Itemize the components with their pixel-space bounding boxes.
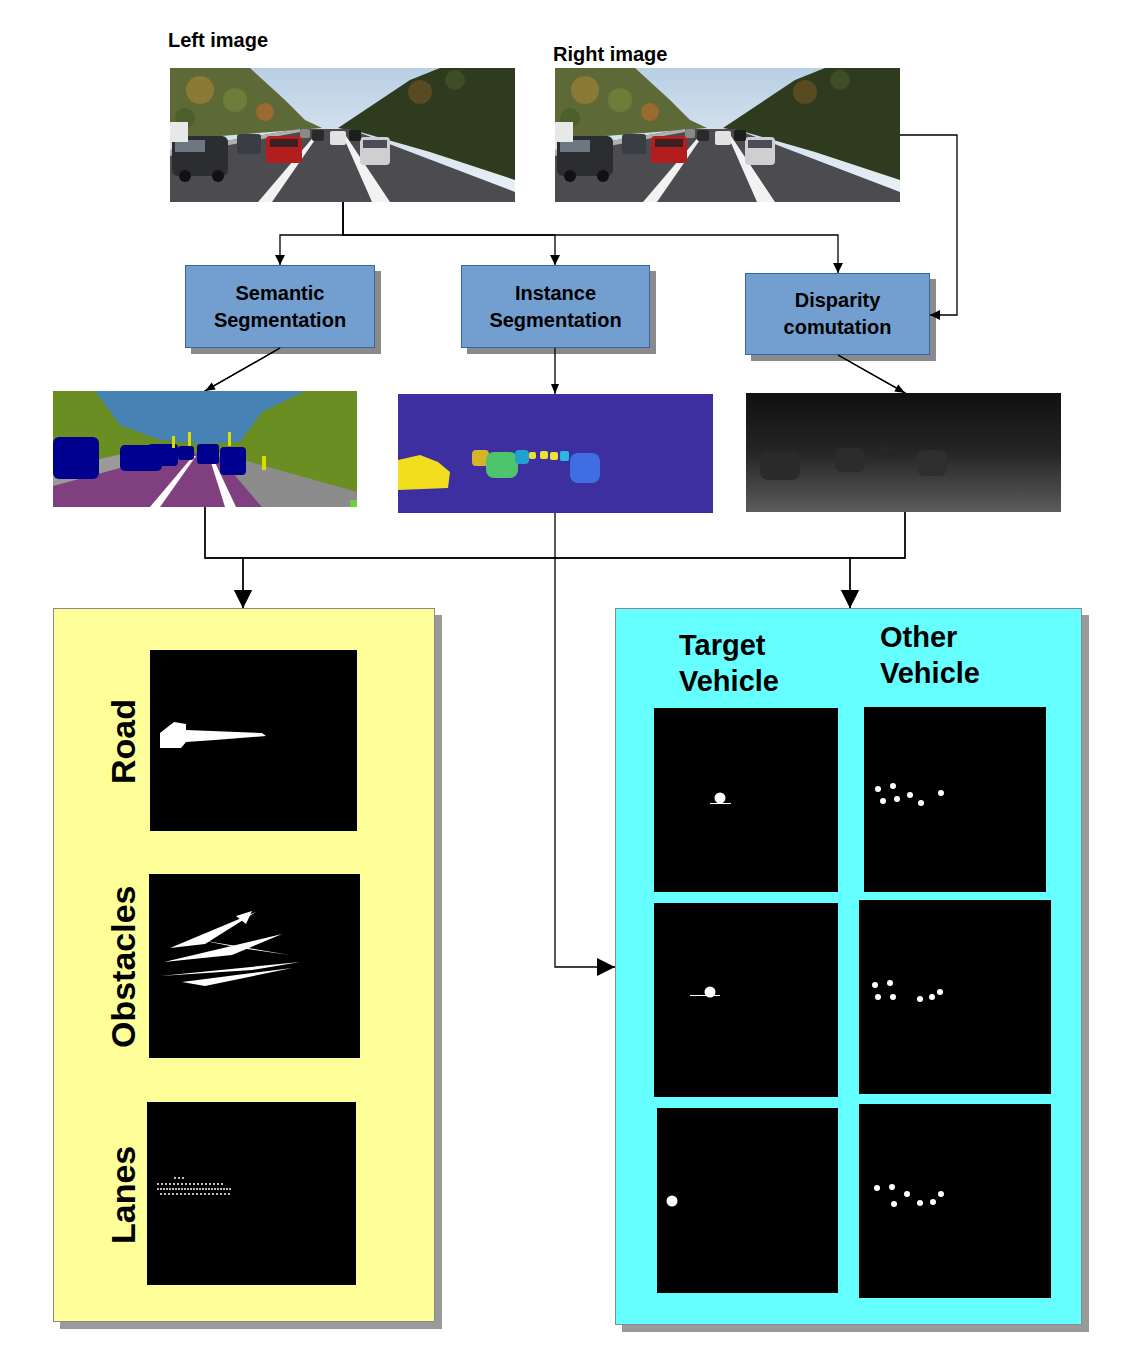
illustration-part bbox=[175, 140, 205, 152]
illustration-part bbox=[172, 436, 175, 448]
illustration-part bbox=[148, 444, 178, 466]
illustration-part bbox=[170, 129, 300, 156]
illustration-part bbox=[170, 68, 322, 140]
illustration-part bbox=[228, 432, 231, 446]
illustration-part bbox=[209, 456, 236, 507]
illustration-part bbox=[270, 139, 298, 147]
process-box: Instance Segmentation bbox=[461, 265, 650, 348]
map-node: Lanes bbox=[99, 1103, 357, 1286]
illustration-part bbox=[53, 437, 99, 479]
arrow-head bbox=[894, 385, 905, 393]
illustration-part bbox=[175, 108, 195, 128]
illustration-part bbox=[486, 452, 518, 478]
camera-photo bbox=[555, 68, 900, 202]
process-box: Semantic Segmentation bbox=[185, 265, 375, 348]
illustration-part bbox=[398, 394, 713, 513]
flow-arrow bbox=[243, 355, 905, 608]
illustration-part bbox=[220, 447, 246, 475]
illustration-part bbox=[170, 68, 515, 202]
illustration-part bbox=[529, 452, 536, 459]
map-node: Obstacles bbox=[99, 875, 361, 1059]
map-node: Road bbox=[99, 651, 358, 832]
illustration-part bbox=[179, 170, 191, 182]
image-node: Right image bbox=[555, 42, 900, 202]
node-label: Disparity comutation bbox=[752, 287, 923, 341]
illustration-part bbox=[172, 136, 228, 176]
illustration-part bbox=[349, 130, 361, 141]
illustration-part bbox=[312, 130, 324, 141]
illustration-part bbox=[170, 129, 515, 202]
illustration-part bbox=[256, 103, 274, 121]
output-panel: RoadObstaclesLanes bbox=[53, 608, 435, 1322]
illustration-part bbox=[760, 452, 800, 480]
illustration-part bbox=[53, 391, 357, 507]
node-label: Road bbox=[103, 651, 143, 832]
illustration-part bbox=[262, 456, 266, 470]
flow-arrow bbox=[280, 202, 343, 265]
node-label: Instance Segmentation bbox=[468, 280, 643, 334]
node-label: Lanes bbox=[103, 1103, 143, 1286]
node-label: Semantic Segmentation bbox=[192, 280, 368, 334]
illustration-part bbox=[880, 446, 894, 458]
output-panel: Target Vehicle Other Vehicle bbox=[615, 608, 1082, 1325]
flow-arrow bbox=[343, 202, 555, 265]
illustration-part bbox=[540, 451, 548, 459]
flow-arrow bbox=[205, 348, 280, 608]
illustration-part bbox=[472, 450, 489, 466]
illustration-part bbox=[398, 455, 450, 490]
illustration-part bbox=[835, 448, 865, 472]
illustration-part bbox=[266, 136, 302, 163]
flow-arrow bbox=[343, 202, 838, 273]
illustration-part bbox=[343, 136, 390, 202]
flow-arrow bbox=[838, 355, 905, 608]
instance-map bbox=[398, 394, 713, 513]
image-node: Left image bbox=[170, 28, 515, 202]
illustration-part bbox=[223, 88, 247, 112]
column-heading: Target Vehicle bbox=[679, 627, 839, 699]
illustration-part bbox=[258, 134, 319, 202]
arrow-head bbox=[205, 383, 216, 392]
illustration-part bbox=[53, 452, 262, 507]
illustration-part bbox=[95, 391, 305, 444]
illustration-part bbox=[918, 450, 946, 476]
illustration-part bbox=[550, 452, 558, 460]
illustration-part bbox=[338, 68, 515, 180]
disparity-map bbox=[746, 393, 1061, 512]
illustration-part bbox=[560, 451, 569, 461]
illustration-part bbox=[300, 129, 310, 138]
flow-arrow bbox=[555, 348, 615, 967]
illustration-part bbox=[515, 450, 529, 464]
illustration-part bbox=[150, 456, 196, 507]
illustration-part bbox=[197, 444, 219, 464]
illustration-part bbox=[408, 80, 432, 104]
illustration-part bbox=[363, 140, 387, 148]
process-box: Disparity comutation bbox=[745, 273, 930, 355]
illustration-part bbox=[170, 122, 188, 142]
node-label: Right image bbox=[553, 42, 667, 66]
illustration-part bbox=[237, 134, 261, 154]
illustration-part bbox=[445, 70, 465, 90]
illustration-part bbox=[188, 432, 191, 446]
illustration-part bbox=[746, 393, 1061, 512]
node-label: Left image bbox=[168, 28, 268, 52]
illustration-part bbox=[330, 131, 346, 145]
illustration-part bbox=[350, 500, 357, 507]
illustration-part bbox=[212, 170, 224, 182]
illustration-part bbox=[178, 446, 194, 460]
illustration-part bbox=[53, 452, 165, 486]
arrow-head bbox=[551, 384, 559, 394]
illustration-part bbox=[570, 453, 600, 483]
illustration-part bbox=[120, 445, 162, 471]
illustration-part bbox=[360, 137, 390, 165]
semantic-map bbox=[53, 391, 357, 507]
node-label: Obstacles bbox=[103, 875, 143, 1059]
illustration-part bbox=[186, 76, 214, 104]
camera-photo bbox=[170, 68, 515, 202]
column-heading: Other Vehicle bbox=[880, 619, 1040, 691]
flow-arrow bbox=[205, 348, 850, 608]
illustration-part bbox=[215, 452, 357, 507]
